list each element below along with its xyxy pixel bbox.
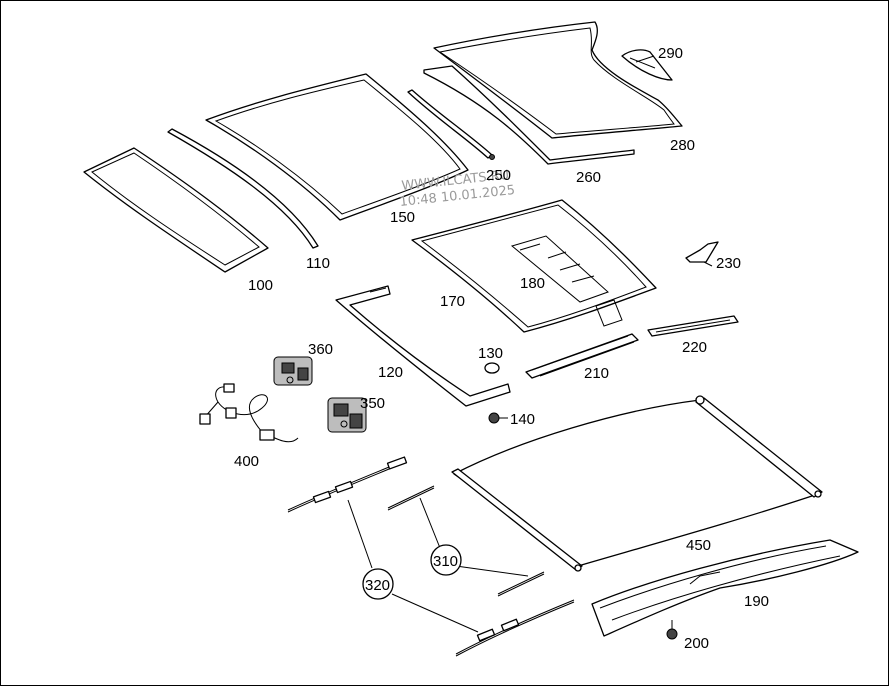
roller-blind-450[interactable] [451, 395, 823, 572]
callout-circle-320 [362, 568, 394, 600]
glass-roof-panel-150[interactable] [205, 73, 469, 221]
label-120: 120 [378, 364, 403, 381]
seal-strip-110[interactable] [167, 128, 319, 249]
frame-seal-170[interactable] [411, 199, 657, 333]
label-220: 220 [682, 339, 707, 356]
label-190: 190 [744, 593, 769, 610]
screw-140[interactable] [488, 412, 508, 424]
bolt-200[interactable] [666, 620, 678, 640]
label-320: 320 [365, 577, 390, 594]
seal-strip-260[interactable] [423, 65, 635, 165]
label-230: 230 [716, 255, 741, 272]
label-310: 310 [433, 553, 458, 570]
motor-350[interactable] [327, 397, 367, 433]
leader-lines [347, 55, 655, 633]
motor-360[interactable] [273, 356, 313, 386]
rail-220[interactable] [647, 315, 739, 337]
cable-harness-400[interactable] [199, 383, 299, 443]
trim-piece-290[interactable] [621, 49, 673, 81]
bracket-230[interactable] [685, 241, 719, 267]
label-400: 400 [234, 453, 259, 470]
rail-210[interactable] [525, 333, 639, 379]
label-110: 110 [306, 255, 330, 272]
cable-320[interactable] [287, 456, 575, 657]
label-170: 170 [440, 293, 465, 310]
front-glass-panel-280[interactable] [433, 21, 683, 139]
label-140: 140 [510, 411, 535, 428]
frame-plate-180[interactable] [510, 235, 623, 327]
label-280: 280 [670, 137, 695, 154]
label-450: 450 [686, 537, 711, 554]
cable-310[interactable] [387, 485, 545, 597]
label-150: 150 [390, 209, 415, 226]
label-210: 210 [584, 365, 609, 382]
label-250: 250 [486, 167, 511, 184]
label-360: 360 [308, 341, 333, 358]
label-200: 200 [684, 635, 709, 652]
label-100: 100 [248, 277, 273, 294]
front-frame-rail-190[interactable] [591, 539, 859, 637]
rear-glass-panel-100[interactable] [83, 147, 269, 273]
label-180: 180 [520, 275, 545, 292]
label-290: 290 [658, 45, 683, 62]
label-130: 130 [478, 345, 503, 362]
label-350: 350 [360, 395, 385, 412]
seal-strip-250[interactable] [407, 89, 495, 160]
side-frame-120[interactable] [335, 285, 511, 407]
callout-circle-310 [430, 544, 462, 576]
label-260: 260 [576, 169, 601, 186]
clip-130[interactable] [484, 362, 500, 374]
